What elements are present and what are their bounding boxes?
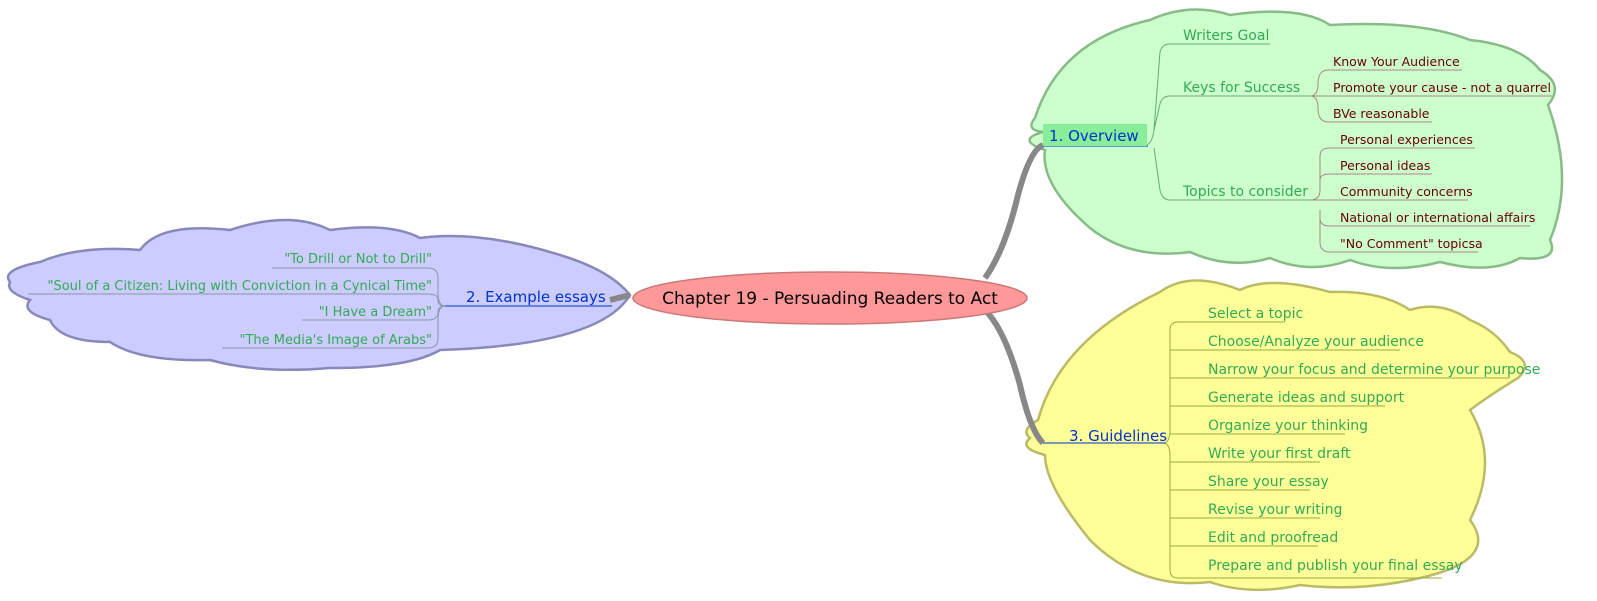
example-essay-item[interactable]: "I Have a Dream" — [319, 305, 432, 320]
guideline-item[interactable]: Edit and proofread — [1208, 530, 1338, 546]
connector-central-guidelines — [982, 307, 1046, 446]
topics-item[interactable]: Personal experiences — [1340, 132, 1473, 147]
connector-central-overview — [982, 142, 1045, 280]
line-topics-5 — [1319, 218, 1478, 253]
guideline-item[interactable]: Prepare and publish your final essay — [1208, 558, 1463, 574]
guidelines-cloud — [1025, 279, 1527, 592]
keys-for-success-label[interactable]: Keys for Success — [1183, 80, 1300, 96]
line-example-3 — [302, 305, 446, 321]
writers-goal-label[interactable]: Writers Goal — [1183, 28, 1269, 44]
line-keys-3 — [1309, 95, 1432, 123]
connector-central-examples — [609, 292, 631, 303]
line-example-4 — [222, 305, 446, 349]
overview-label-highlight — [1043, 124, 1147, 146]
line-topics-spine — [1309, 147, 1475, 201]
topics-item[interactable]: "No Comment" topicsa — [1340, 236, 1483, 251]
topics-item[interactable]: National or international affairs — [1340, 210, 1535, 225]
example-essay-item[interactable]: "Soul of a Citizen: Living with Convicti… — [47, 279, 432, 294]
example-essay-item[interactable]: "To Drill or Not to Drill" — [284, 252, 432, 267]
line-guidelines-spine-down — [1162, 442, 1442, 579]
guideline-item[interactable]: Share your essay — [1208, 474, 1329, 490]
guideline-item[interactable]: Generate ideas and support — [1208, 390, 1405, 406]
central-node[interactable] — [632, 271, 1028, 325]
central-node-label: Chapter 19 - Persuading Readers to Act — [662, 289, 998, 309]
overview-cloud — [1028, 8, 1564, 270]
keys-item[interactable]: Know Your Audience — [1333, 54, 1460, 69]
guideline-item[interactable]: Write your first draft — [1208, 446, 1351, 462]
examples-label[interactable]: 2. Example essays — [466, 288, 606, 306]
guidelines-label[interactable]: 3. Guidelines — [1069, 427, 1167, 445]
line-overview-topics — [1153, 147, 1310, 201]
line-example-2 — [28, 293, 446, 307]
line-topics-2 — [1319, 173, 1432, 181]
overview-label[interactable]: 1. Overview — [1049, 127, 1139, 145]
line-keys-1 — [1309, 69, 1462, 97]
keys-item[interactable]: BVe reasonable — [1333, 106, 1430, 121]
keys-item[interactable]: Promote your cause - not a quarrel — [1333, 80, 1551, 95]
line-overview-keys — [1153, 95, 1310, 131]
guideline-item[interactable]: Select a topic — [1208, 306, 1303, 322]
example-essay-item[interactable]: "The Media's Image of Arabs" — [239, 333, 432, 348]
topics-item[interactable]: Personal ideas — [1340, 158, 1430, 173]
topics-item[interactable]: Community concerns — [1340, 184, 1473, 199]
guideline-item[interactable]: Organize your thinking — [1208, 418, 1368, 434]
topics-label[interactable]: Topics to consider — [1182, 184, 1308, 200]
guideline-item[interactable]: Revise your writing — [1208, 502, 1342, 518]
guideline-item[interactable]: Choose/Analyze your audience — [1208, 334, 1424, 350]
line-guidelines-spine-up — [1162, 321, 1285, 444]
line-example-1 — [272, 267, 446, 307]
guideline-item[interactable]: Narrow your focus and determine your pur… — [1208, 362, 1540, 378]
